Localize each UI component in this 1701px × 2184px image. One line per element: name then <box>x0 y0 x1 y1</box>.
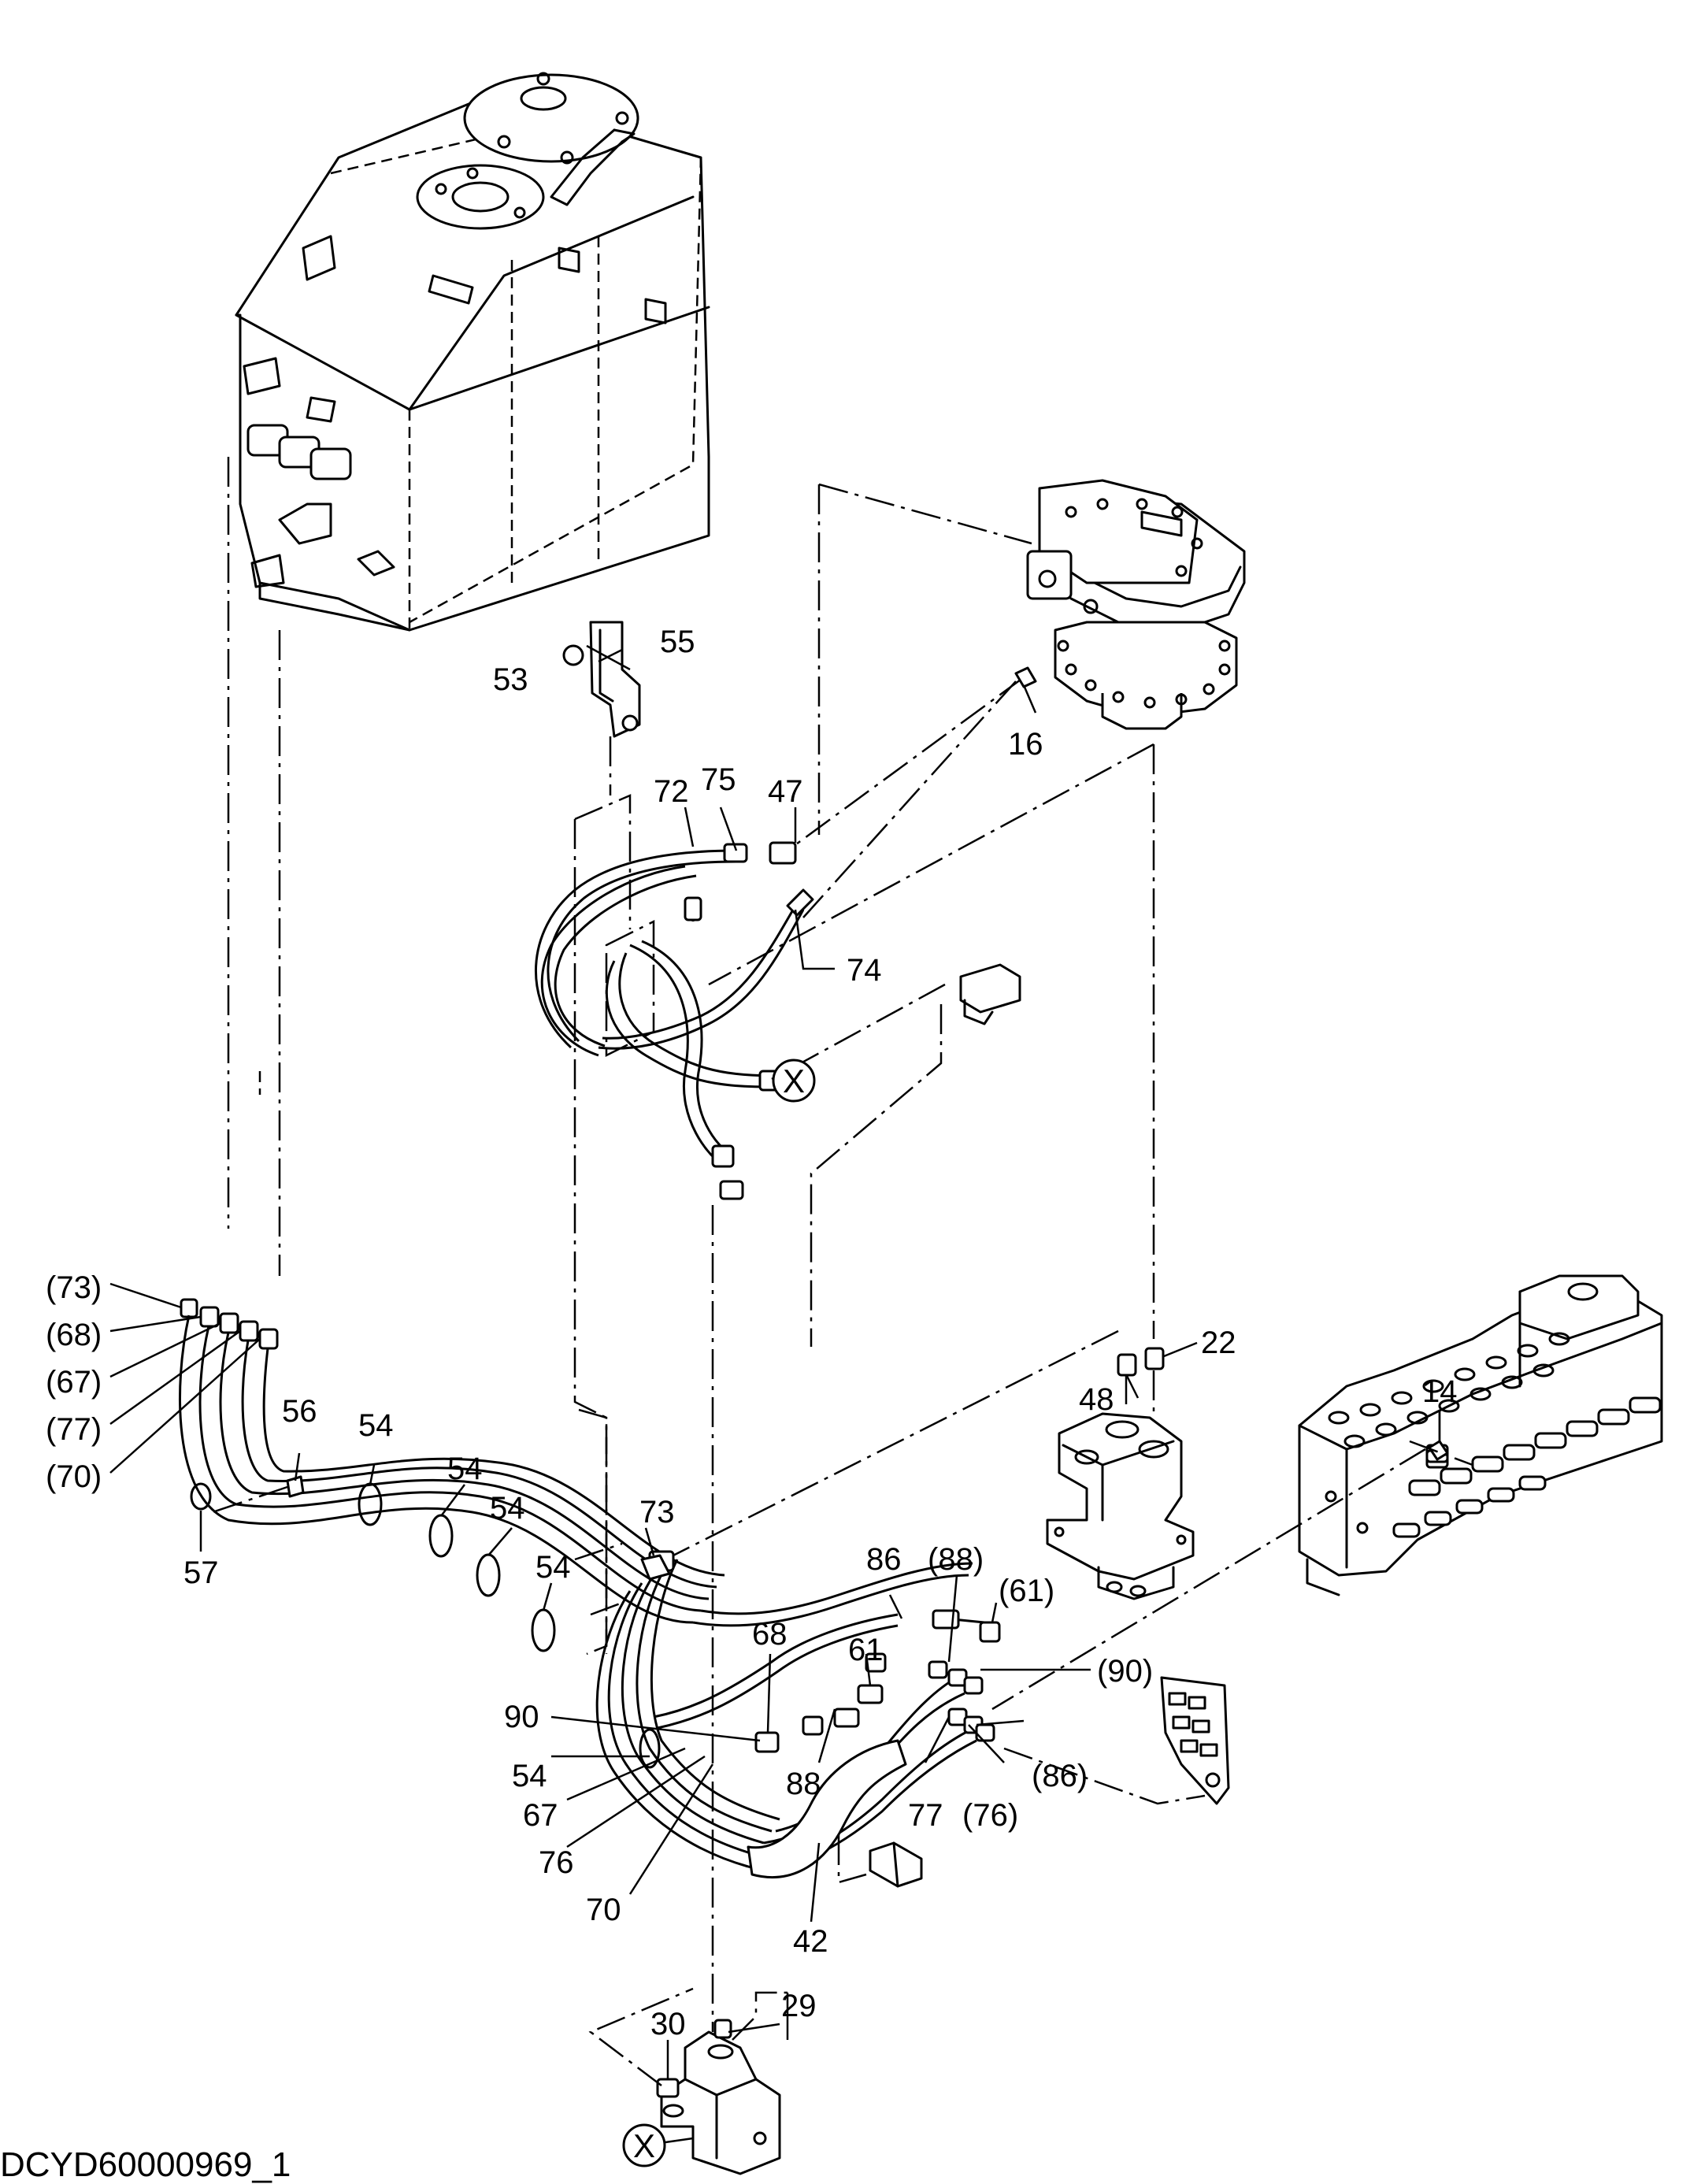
callout-68: 68 <box>752 1617 788 1652</box>
callout-90-paren: (90) <box>1097 1654 1153 1689</box>
callout-labels: 55 53 16 72 75 47 74 22 48 14 (73) (68) … <box>46 625 1458 2041</box>
guide-line <box>574 1542 623 1561</box>
callout-54-e: 54 <box>512 1759 547 1793</box>
callout-70-paren: (70) <box>46 1459 102 1494</box>
guide-line <box>649 1329 1119 1569</box>
swing-valve-block <box>1046 1347 1195 1600</box>
guide-line <box>787 676 1025 852</box>
callout-86: 86 <box>866 1542 902 1577</box>
callout-73: 73 <box>639 1495 675 1530</box>
callout-54-d: 54 <box>536 1550 571 1585</box>
callout-22: 22 <box>1201 1326 1236 1360</box>
guide-line <box>818 483 1032 545</box>
callout-75: 75 <box>701 762 736 797</box>
control-valve <box>1298 1274 1663 1596</box>
hydraulic-tank <box>235 72 710 632</box>
fitting-16 <box>802 666 1037 918</box>
callout-77: 77 <box>908 1798 943 1833</box>
callout-76: 76 <box>539 1845 574 1880</box>
callout-53: 53 <box>493 662 528 697</box>
callout-42: 42 <box>793 1924 828 1959</box>
svg-text:X: X <box>783 1062 805 1099</box>
callout-77-paren: (77) <box>46 1412 102 1447</box>
callout-56: 56 <box>282 1394 317 1429</box>
callout-54-a: 54 <box>358 1408 394 1443</box>
callout-61-paren: (61) <box>999 1574 1054 1608</box>
callout-68-paren: (68) <box>46 1318 102 1352</box>
guide-line <box>605 919 655 1058</box>
callout-14: 14 <box>1422 1374 1458 1409</box>
callout-88-paren: (88) <box>928 1542 984 1577</box>
callout-73-paren: (73) <box>46 1270 102 1305</box>
upper-hose-group <box>534 841 814 1200</box>
guide-line <box>590 1601 623 1616</box>
callout-30: 30 <box>650 2007 686 2041</box>
connection-marker-x: X <box>772 1059 816 1103</box>
callout-88: 88 <box>786 1767 821 1801</box>
pilot-valve <box>588 1987 788 2175</box>
callout-74: 74 <box>847 953 882 988</box>
solenoid-manifold <box>1003 1676 1230 1805</box>
callout-67-paren: (67) <box>46 1365 102 1400</box>
leader-lines <box>109 644 1441 2079</box>
callout-55: 55 <box>660 625 695 659</box>
callout-61: 61 <box>848 1633 884 1667</box>
swing-motor <box>1026 479 1246 730</box>
callout-54-c: 54 <box>490 1491 525 1526</box>
guide-line <box>578 1408 608 1656</box>
callout-86-paren: (86) <box>1032 1759 1088 1793</box>
callout-72: 72 <box>654 774 689 809</box>
bracket-55 <box>562 621 641 795</box>
document-code: DCYD60000969_1 <box>0 2145 291 2184</box>
callout-67: 67 <box>523 1798 558 1833</box>
callout-70: 70 <box>586 1893 621 1927</box>
connector-block <box>771 963 1021 1347</box>
svg-text:X: X <box>633 2127 655 2164</box>
guide-line <box>574 794 632 929</box>
callout-16: 16 <box>1008 727 1043 762</box>
callout-76-paren: (76) <box>962 1798 1018 1833</box>
hose-clamp-bracket <box>837 1835 923 1888</box>
callout-47: 47 <box>768 774 803 809</box>
callout-54-b: 54 <box>447 1452 483 1486</box>
callout-57: 57 <box>183 1555 219 1590</box>
callout-48: 48 <box>1079 1382 1114 1417</box>
connection-marker-x-bottom: X <box>622 2123 694 2167</box>
callout-29: 29 <box>781 1989 817 2023</box>
callout-90: 90 <box>504 1700 539 1734</box>
